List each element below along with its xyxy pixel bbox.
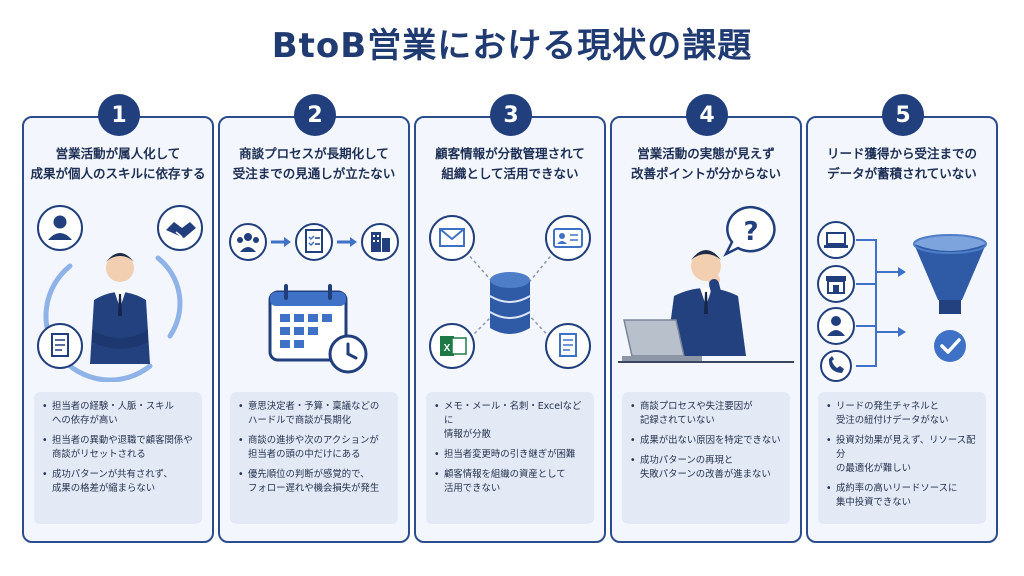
card-heading: リード獲得から受注までの データが蓄積されていない [808, 144, 996, 184]
heading-line: 改善ポイントが分からない [630, 166, 781, 181]
checklist-icon [295, 223, 333, 261]
store-icon [817, 265, 855, 303]
team-icon [229, 223, 267, 261]
number-badge-2: 2 [294, 94, 336, 136]
handshake-icon [157, 205, 203, 251]
heading-line: 顧客情報が分散管理されて [435, 146, 585, 161]
page-title: BtoB営業における現状の課題 [271, 26, 753, 66]
heading-line: データが蓄積されていない [827, 166, 977, 181]
businessman-arms-crossed [90, 253, 150, 364]
illustration-no-data [817, 221, 987, 382]
laptop-icon [817, 221, 855, 259]
check-icon [934, 330, 966, 362]
funnel-icon [913, 234, 987, 314]
document-icon [545, 323, 591, 369]
number-badge-4: 4 [686, 94, 728, 136]
card-heading: 営業活動が属人化して 成果が個人のスキルに依存する [24, 144, 212, 184]
illustration-personalization [37, 205, 203, 382]
database-icon [489, 272, 531, 334]
list-item: 優先順位の判断が感覚的で、フォロー遅れや機会損失が発生 [238, 468, 392, 496]
heading-line: リード獲得から受注までの [826, 146, 977, 161]
heading-line: 営業活動が属人化して [55, 146, 181, 161]
svg-text:?: ? [743, 217, 758, 247]
issue-card-2: 商談プロセスが長期化して 受注までの見通しが立たない [218, 116, 410, 543]
illustration-long-process [229, 223, 399, 374]
excel-icon: X [429, 323, 475, 369]
illustration-scattered-data: X [429, 215, 591, 369]
list-item: 成功パターンが共有されず、成果の格差が縮まらない [42, 468, 196, 496]
building-icon [361, 223, 399, 261]
issue-card-3: 顧客情報が分散管理されて 組織として活用できない [414, 116, 606, 543]
number-badge-3: 3 [490, 94, 532, 136]
user-icon [37, 205, 83, 251]
heading-line: 商談プロセスが長期化して [239, 146, 389, 161]
user-icon [817, 307, 855, 345]
card-heading: 営業活動の実態が見えず 改善ポイントが分からない [612, 144, 800, 184]
number-badge-1: 1 [98, 94, 140, 136]
businessman-laptop [618, 250, 794, 363]
id-card-icon [545, 215, 591, 261]
question-icon: ? [723, 205, 776, 257]
heading-line: 組織として活用できない [441, 166, 579, 181]
list-item: 担当者変更時の引き継ぎが困難 [434, 448, 588, 462]
issue-card-1: 営業活動が属人化して 成果が個人のスキルに依存する [22, 116, 214, 543]
issue-card-4: 営業活動の実態が見えず 改善ポイントが分からない ? 商談プロセスや失注要因が記… [610, 116, 802, 543]
heading-line: 成果が個人のスキルに依存する [30, 166, 206, 181]
calendar-clock-icon [268, 284, 368, 374]
number-badge-5: 5 [882, 94, 924, 136]
card-heading: 商談プロセスが長期化して 受注までの見通しが立たない [220, 144, 408, 184]
heading-line: 受注までの見通しが立たない [232, 166, 396, 181]
card-heading: 顧客情報が分散管理されて 組織として活用できない [416, 144, 604, 184]
phone-icon [820, 350, 852, 382]
illustration-invisible-activity: ? [618, 205, 794, 363]
list-item: 成果が出ない原因を特定できない [630, 434, 784, 448]
heading-line: 営業活動の実態が見えず [637, 146, 775, 161]
svg-text:X: X [444, 343, 451, 354]
document-icon [37, 323, 83, 369]
mail-icon [429, 215, 475, 261]
issue-card-5: リード獲得から受注までの データが蓄積されていない [806, 116, 998, 543]
